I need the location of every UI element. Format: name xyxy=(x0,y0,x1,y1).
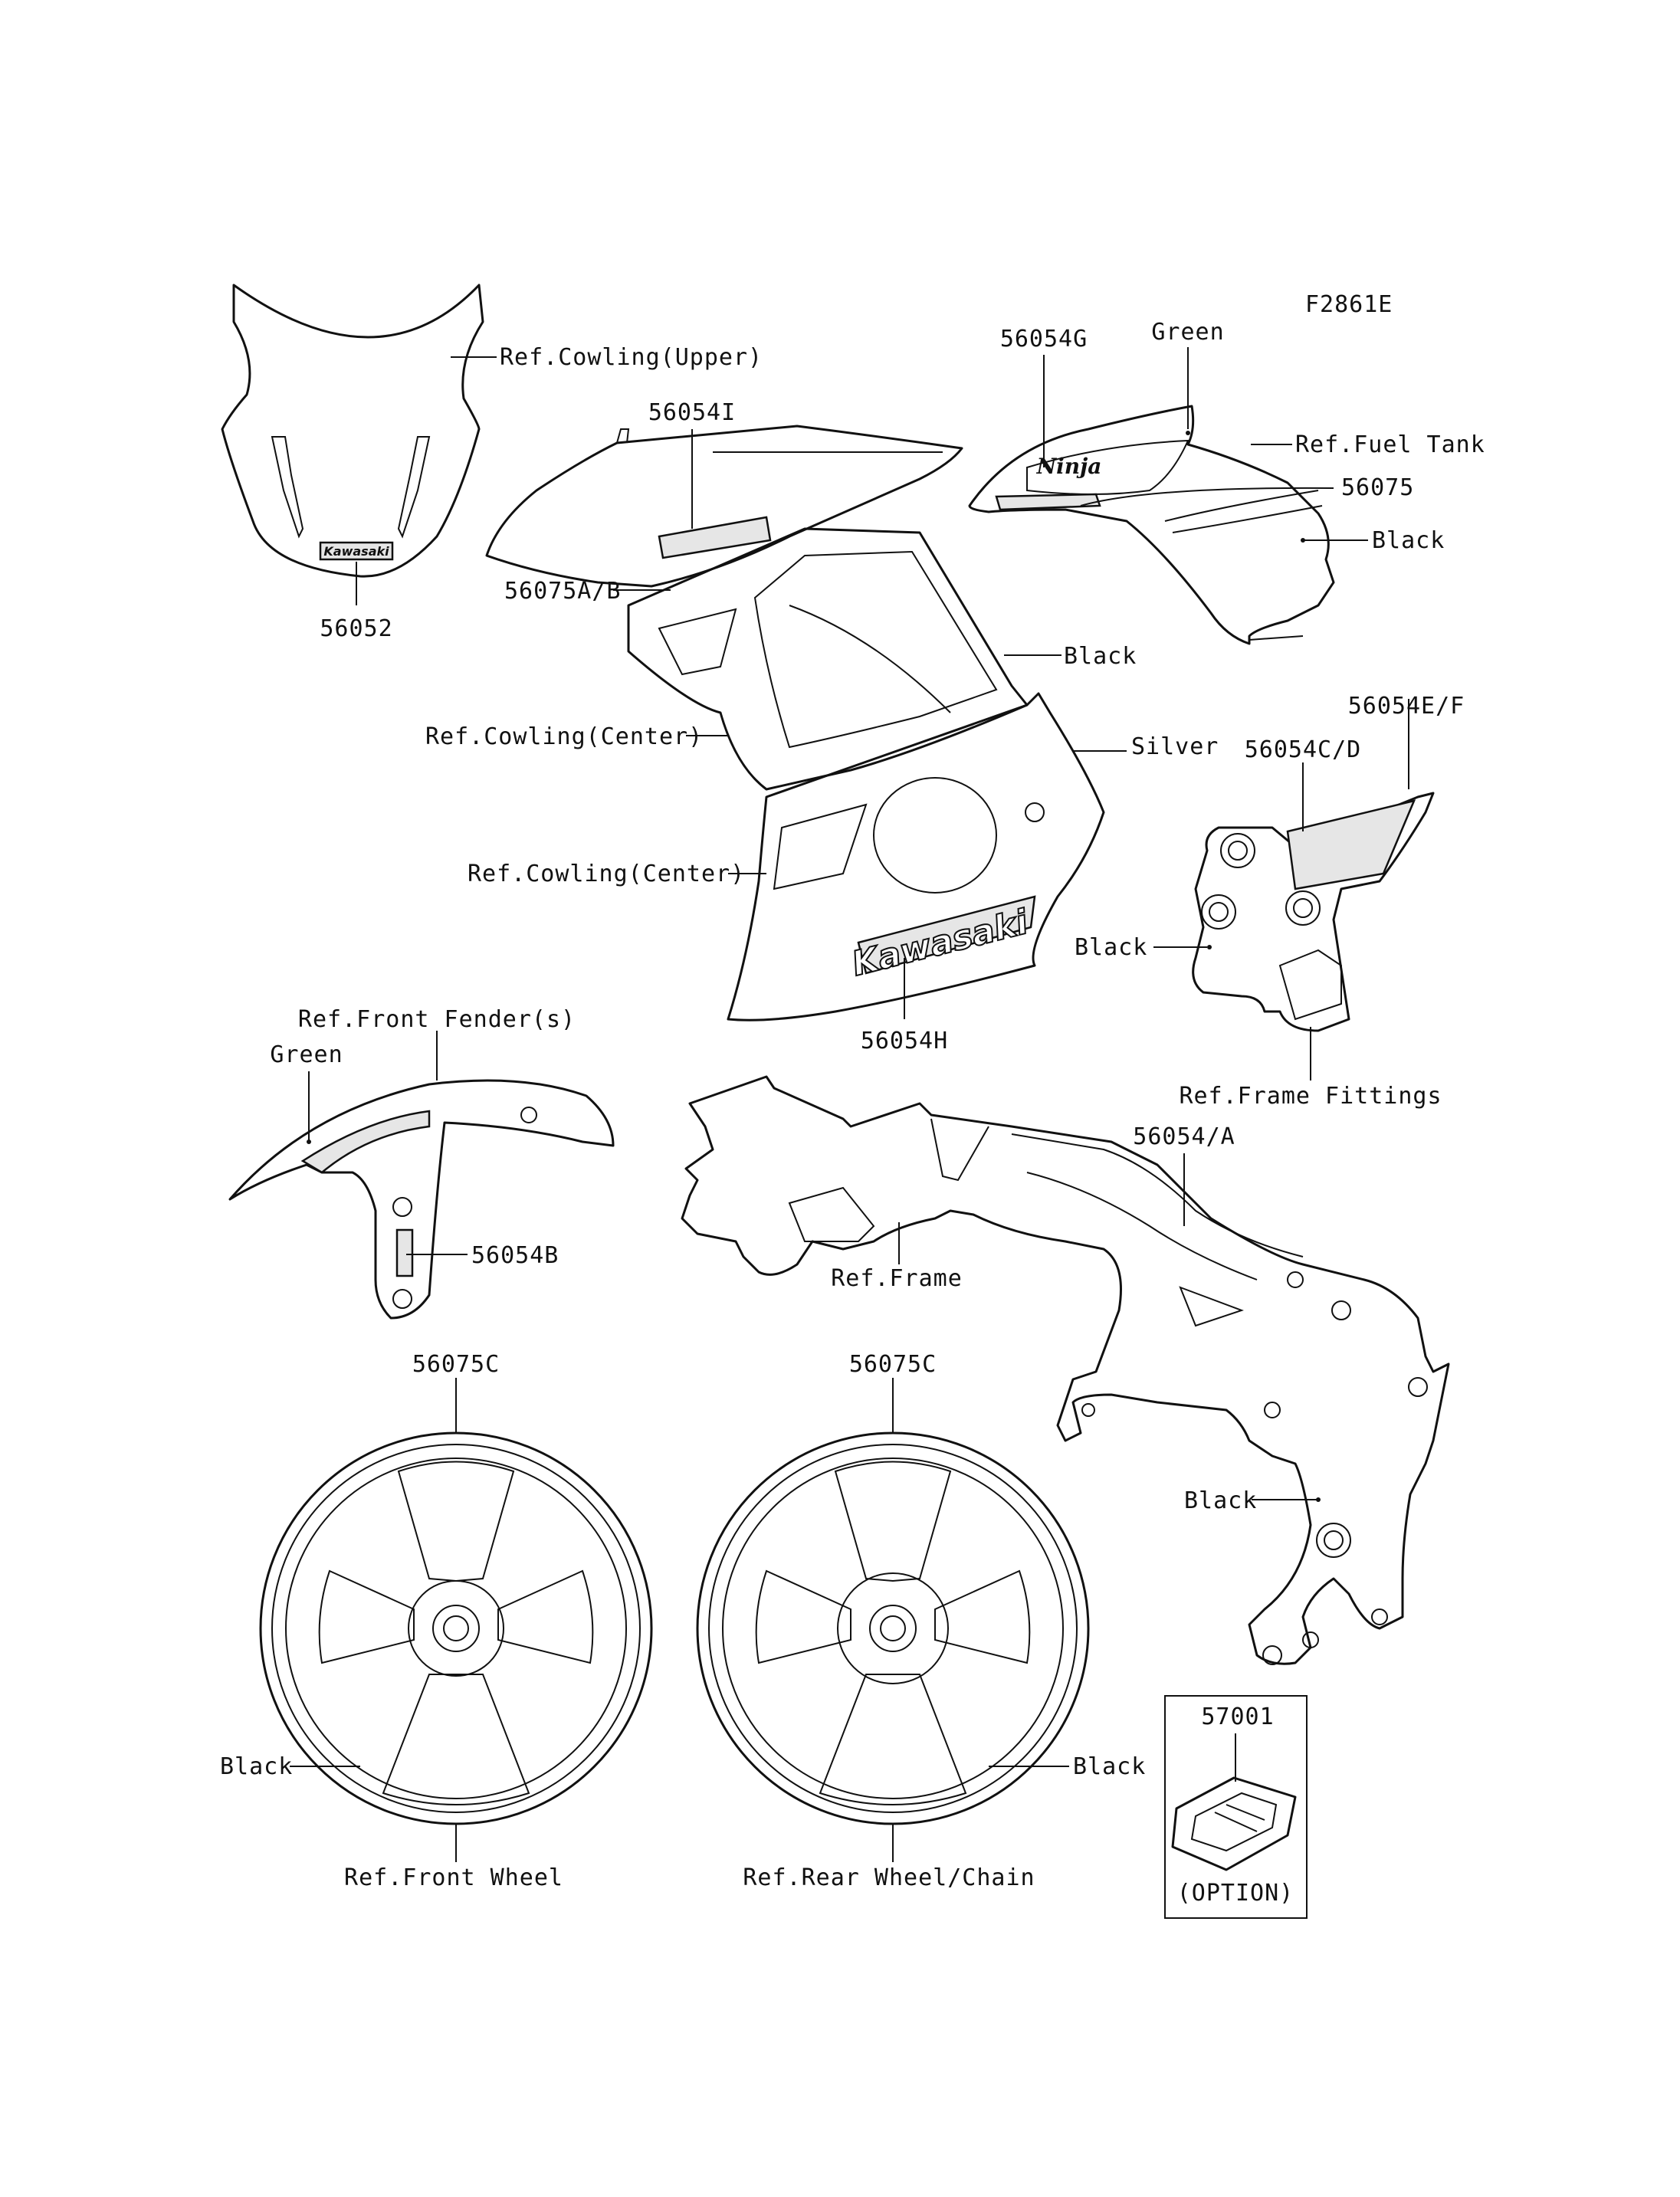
center-cowl-upper xyxy=(627,527,1029,791)
label-56075: 56075 xyxy=(1341,474,1414,501)
rear-wheel xyxy=(696,1431,1090,1825)
label-ref-rear-wheel: Ref.Rear Wheel/Chain xyxy=(743,1864,1035,1891)
fender-green-decal xyxy=(300,1110,431,1174)
label-silver: Silver xyxy=(1131,733,1219,760)
frame-fittings xyxy=(1192,792,1435,1032)
label-ref-frame-fittings: Ref.Frame Fittings xyxy=(1179,1083,1442,1110)
label-ref-front-wheel: Ref.Front Wheel xyxy=(344,1864,563,1891)
windscreen: Kawasaki xyxy=(221,284,484,578)
fitting-decal xyxy=(1286,799,1416,890)
fender-56054B-decal xyxy=(395,1228,414,1277)
label-ref-cowling-center-2: Ref.Cowling(Center) xyxy=(468,861,745,887)
front-wheel xyxy=(259,1431,653,1825)
main-frame xyxy=(681,1075,1450,1665)
label-56054G: 56054G xyxy=(1000,326,1088,353)
label-ref-cowling-center-1: Ref.Cowling(Center) xyxy=(425,723,703,750)
label-56054H: 56054H xyxy=(861,1028,948,1054)
label-black-rear-wheel: Black xyxy=(1073,1753,1146,1780)
tank-56075-decal xyxy=(995,493,1101,511)
label-black-fittings: Black xyxy=(1075,934,1147,961)
label-ref-cowling-upper: Ref.Cowling(Upper) xyxy=(500,344,763,371)
label-56054I: 56054I xyxy=(648,399,736,426)
label-56075AB: 56075A/B xyxy=(504,578,622,605)
windscreen-decal xyxy=(319,541,394,561)
figure-id: F2861E xyxy=(1305,291,1393,318)
label-black-tank: Black xyxy=(1372,527,1445,554)
label-56054A: 56054/A xyxy=(1133,1123,1235,1150)
label-ref-front-fenders: Ref.Front Fender(s) xyxy=(298,1006,576,1033)
label-56052: 56052 xyxy=(320,615,392,642)
label-56054B: 56054B xyxy=(471,1242,559,1269)
fuel-tank: Ninja xyxy=(968,405,1335,645)
label-black-frame: Black xyxy=(1184,1487,1257,1514)
label-option: (OPTION) xyxy=(1177,1880,1294,1907)
label-56075C-front: 56075C xyxy=(412,1351,500,1378)
label-56054CD: 56054C/D xyxy=(1245,736,1362,763)
upper-side-cowl xyxy=(485,425,963,588)
label-green-tank: Green xyxy=(1151,319,1224,346)
cowl-kawasaki-decal xyxy=(857,895,1036,975)
label-56075C-rear: 56075C xyxy=(849,1351,937,1378)
label-56054EF: 56054E/F xyxy=(1348,693,1465,720)
windscreen-logo-text: Kawasaki xyxy=(323,544,389,559)
label-ref-frame: Ref.Frame xyxy=(831,1265,963,1292)
label-green-fender: Green xyxy=(270,1041,343,1068)
cowl-logo-text: Kawasaki xyxy=(848,903,1033,984)
leader-56075 xyxy=(1080,487,1334,507)
front-fender xyxy=(228,1079,615,1320)
lower-cowl: Kawasaki xyxy=(727,692,1105,1021)
option-box-57001 xyxy=(1164,1695,1308,1919)
label-black-cowl: Black xyxy=(1064,643,1137,670)
cowl-1000-decal xyxy=(658,516,772,559)
label-ref-fuel-tank: Ref.Fuel Tank xyxy=(1295,431,1485,458)
tank-logo-text: Ninja xyxy=(1036,454,1102,479)
label-57001: 57001 xyxy=(1201,1703,1274,1730)
label-black-front-wheel: Black xyxy=(220,1753,293,1780)
